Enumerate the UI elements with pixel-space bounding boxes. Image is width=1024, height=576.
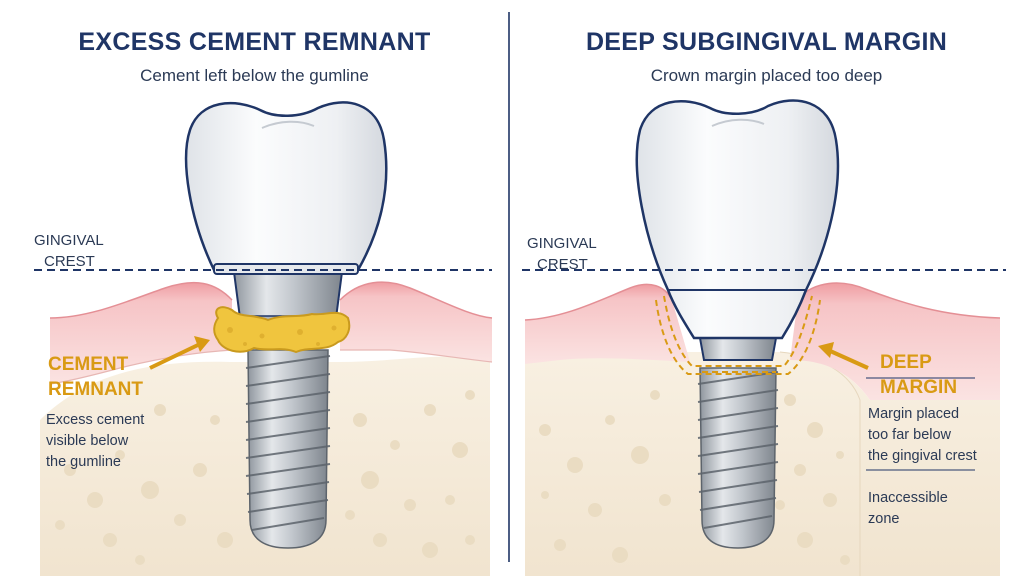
note-line3: the gumline — [46, 454, 121, 470]
bone-pores — [55, 390, 475, 565]
crest-label-line2: CREST — [537, 256, 588, 273]
left-panel-subtitle: Cement left below the gumline — [140, 66, 369, 85]
excess-cement — [213, 306, 351, 354]
callout-line2: MARGIN — [880, 377, 958, 398]
cement-remnant-callout: CEMENT REMNANT — [48, 352, 143, 402]
implant-fixture — [697, 367, 779, 549]
gum-tissue-right — [340, 282, 492, 362]
gum-tissue — [50, 282, 232, 384]
bone-pores — [539, 390, 850, 565]
right-panel-subtitle: Crown margin placed too deep — [650, 66, 883, 85]
right-panel-illustration — [524, 99, 1001, 576]
note-line1: Margin placed — [868, 406, 960, 422]
crest-label-line1: GINGIVAL — [34, 232, 104, 249]
implant-fixture — [245, 349, 331, 549]
crown — [635, 99, 840, 340]
crest-label-line1: GINGIVAL — [527, 235, 597, 252]
callout-line1: CEMENT — [48, 354, 129, 375]
deep-margin-outline — [655, 295, 821, 375]
note-line1: Excess cement — [46, 412, 145, 428]
callout-line1: DEEP — [880, 352, 932, 373]
deep-margin-note: Margin placed too far below the gingival… — [868, 404, 977, 467]
gum-tissue-right — [790, 283, 1000, 400]
note-line2: too far below — [868, 427, 952, 443]
cement-remnant-note: Excess cement visible below the gumline — [46, 410, 144, 473]
crown — [184, 101, 388, 272]
note-line3: the gingival crest — [868, 448, 977, 464]
abutment — [232, 271, 344, 319]
note-line2: visible below — [46, 433, 129, 449]
callout-line2: REMNANT — [48, 379, 143, 400]
right-panel-title: DEEP SUBGINGIVAL MARGIN — [585, 28, 948, 56]
left-panel-illustration — [40, 101, 493, 576]
crest-label-line2: CREST — [44, 253, 95, 270]
deep-margin-callout: DEEP MARGIN — [880, 350, 957, 400]
zone-line2: zone — [868, 511, 900, 527]
left-gingival-crest-label: GINGIVAL CREST — [34, 230, 104, 272]
left-panel-title: EXCESS CEMENT REMNANT — [78, 28, 431, 56]
right-gingival-crest-label: GINGIVAL CREST — [527, 233, 597, 275]
inaccessible-zone-note: Inaccessible zone — [868, 488, 948, 530]
margin-arrow — [818, 342, 869, 370]
cement-arrow — [149, 336, 210, 370]
gum-tissue — [525, 284, 690, 364]
abutment — [698, 337, 778, 361]
zone-line1: Inaccessible — [868, 490, 948, 506]
